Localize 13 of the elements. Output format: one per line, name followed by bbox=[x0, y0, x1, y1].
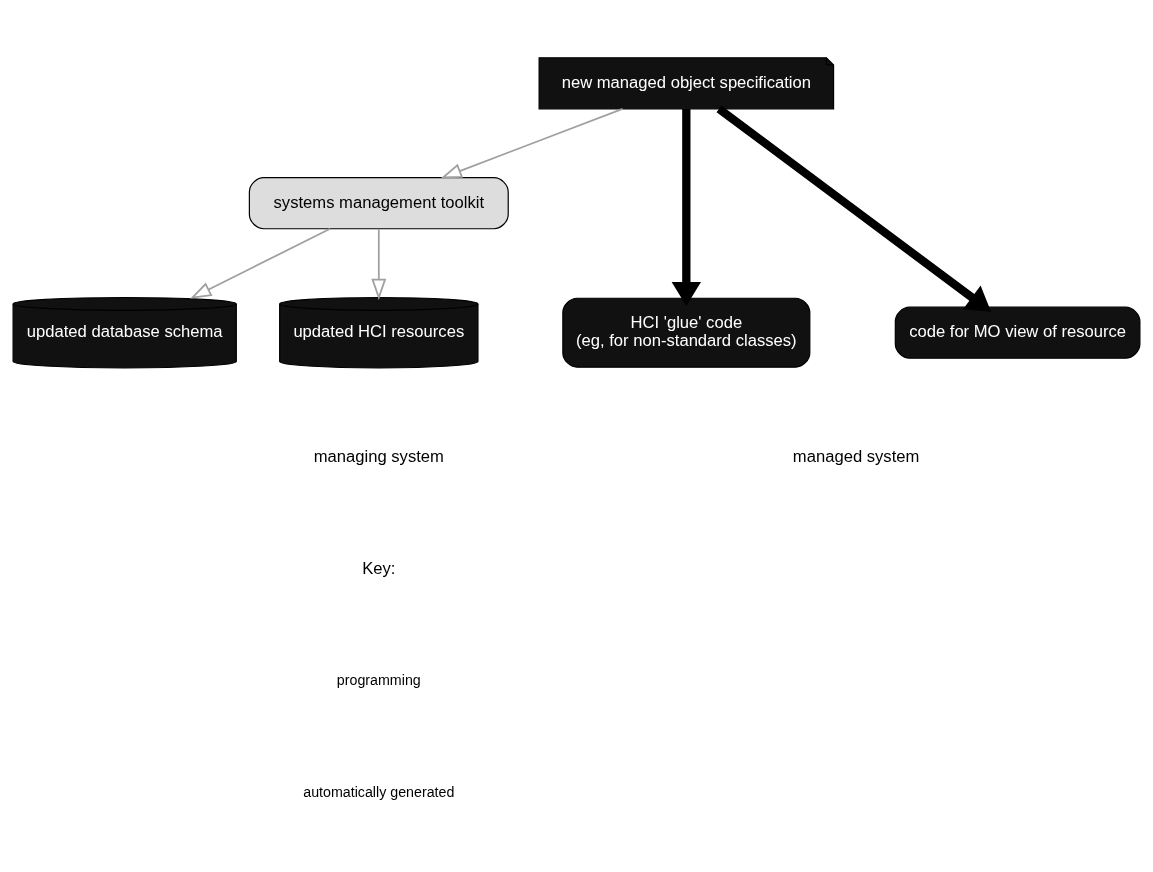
arrow bbox=[671, 109, 702, 306]
label: managed system bbox=[792, 447, 920, 467]
node-box: systems management toolkit bbox=[248, 177, 509, 230]
arrow bbox=[440, 107, 624, 179]
label: managing system bbox=[313, 447, 444, 467]
arrow bbox=[190, 227, 331, 299]
node-box: HCI 'glue' code (eg, for non-standard classes) bbox=[562, 297, 811, 368]
legend-label: programming bbox=[336, 671, 421, 688]
legend-label: automatically generated bbox=[303, 783, 455, 800]
arrow bbox=[716, 105, 992, 312]
node-box: code for MO view of resource bbox=[894, 306, 1141, 359]
label: Key: bbox=[362, 559, 396, 579]
arrow bbox=[371, 228, 387, 301]
